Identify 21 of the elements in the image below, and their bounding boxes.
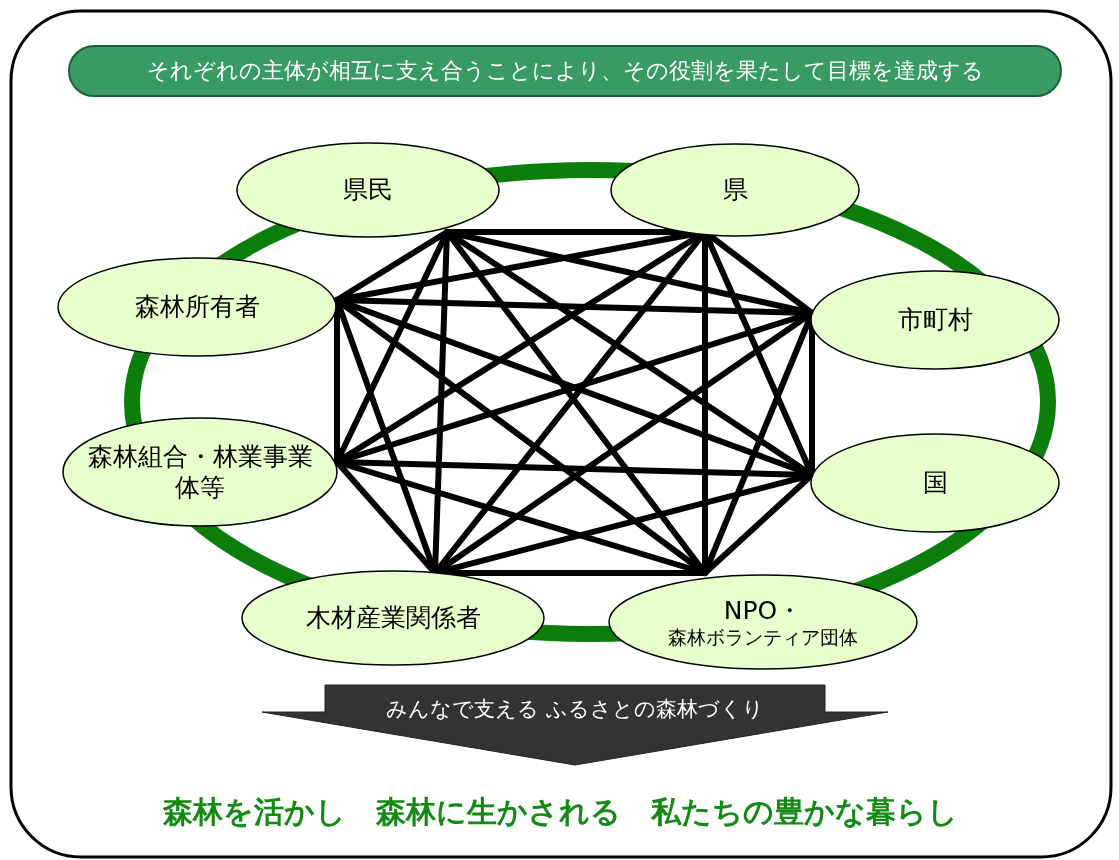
stakeholder-ellipse: [810, 433, 1060, 533]
stakeholder-label: 森林ボランティア団体: [668, 625, 858, 650]
stakeholder-ellipse: [57, 257, 337, 357]
stakeholder-label: 国: [922, 467, 948, 499]
caption: 森林を活かし 森林に生かされる 私たちの豊かな暮らし: [161, 793, 959, 831]
stakeholder-label: 市町村: [897, 304, 973, 336]
stakeholder-ellipse: [610, 143, 860, 237]
stakeholder-ellipse: [810, 270, 1060, 370]
stakeholder-label: 木材産業関係者: [305, 602, 481, 634]
banner-text: みんなで支える ふるさとの森林づくり: [386, 696, 764, 723]
stakeholder-label: NPO・: [723, 594, 803, 626]
stakeholder-ellipse: [62, 417, 338, 527]
stakeholder-label: 森林組合・林業事業体等: [86, 440, 314, 504]
stakeholder-label: 県民: [343, 174, 393, 206]
stakeholder-ellipse: [241, 570, 545, 666]
title-banner: それぞれの主体が相互に支え合うことにより、その役割を果たして目標を達成する: [68, 45, 1062, 97]
down-arrow-banner: [262, 685, 888, 765]
stakeholder-label: 森林所有者: [134, 291, 260, 323]
stakeholder-ellipse: [236, 142, 500, 238]
stakeholder-label: 県: [722, 174, 748, 206]
stakeholder-ellipse: [608, 574, 918, 670]
